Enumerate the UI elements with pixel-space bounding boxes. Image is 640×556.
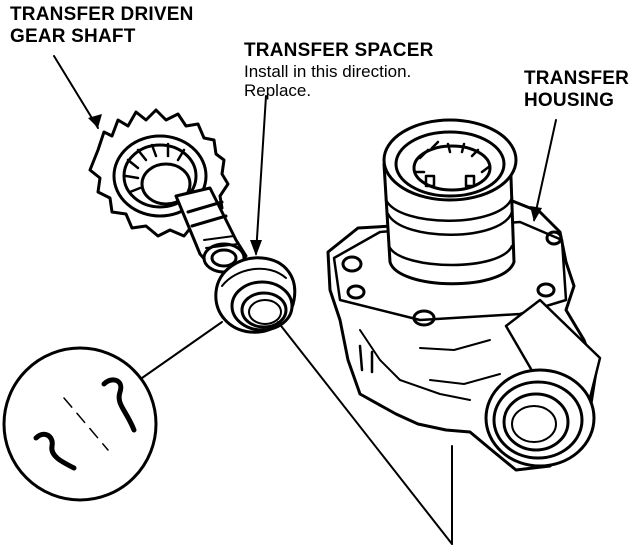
label-transfer-housing: TRANSFER HOUSING <box>524 68 640 112</box>
transfer-housing <box>326 118 602 472</box>
leader-lines <box>53 55 557 545</box>
spacer-replace-note: Replace. <box>244 81 312 101</box>
spacer-detail-inset <box>2 321 223 502</box>
label-transfer-driven-gear-shaft: TRANSFER DRIVEN GEAR SHAFT <box>10 4 220 48</box>
label-transfer-spacer: TRANSFER SPACER Install in this directio… <box>244 40 494 101</box>
spacer-label-title: TRANSFER SPACER <box>244 40 434 61</box>
shaft-label-text: TRANSFER DRIVEN GEAR SHAFT <box>10 4 194 47</box>
housing-label-text: TRANSFER HOUSING <box>524 68 630 111</box>
leader-arrowheads <box>88 114 542 256</box>
spacer-install-note: Install in this direction. <box>244 61 412 81</box>
transfer-driven-gear-shaft <box>88 108 248 274</box>
transfer-spacer <box>214 256 297 334</box>
